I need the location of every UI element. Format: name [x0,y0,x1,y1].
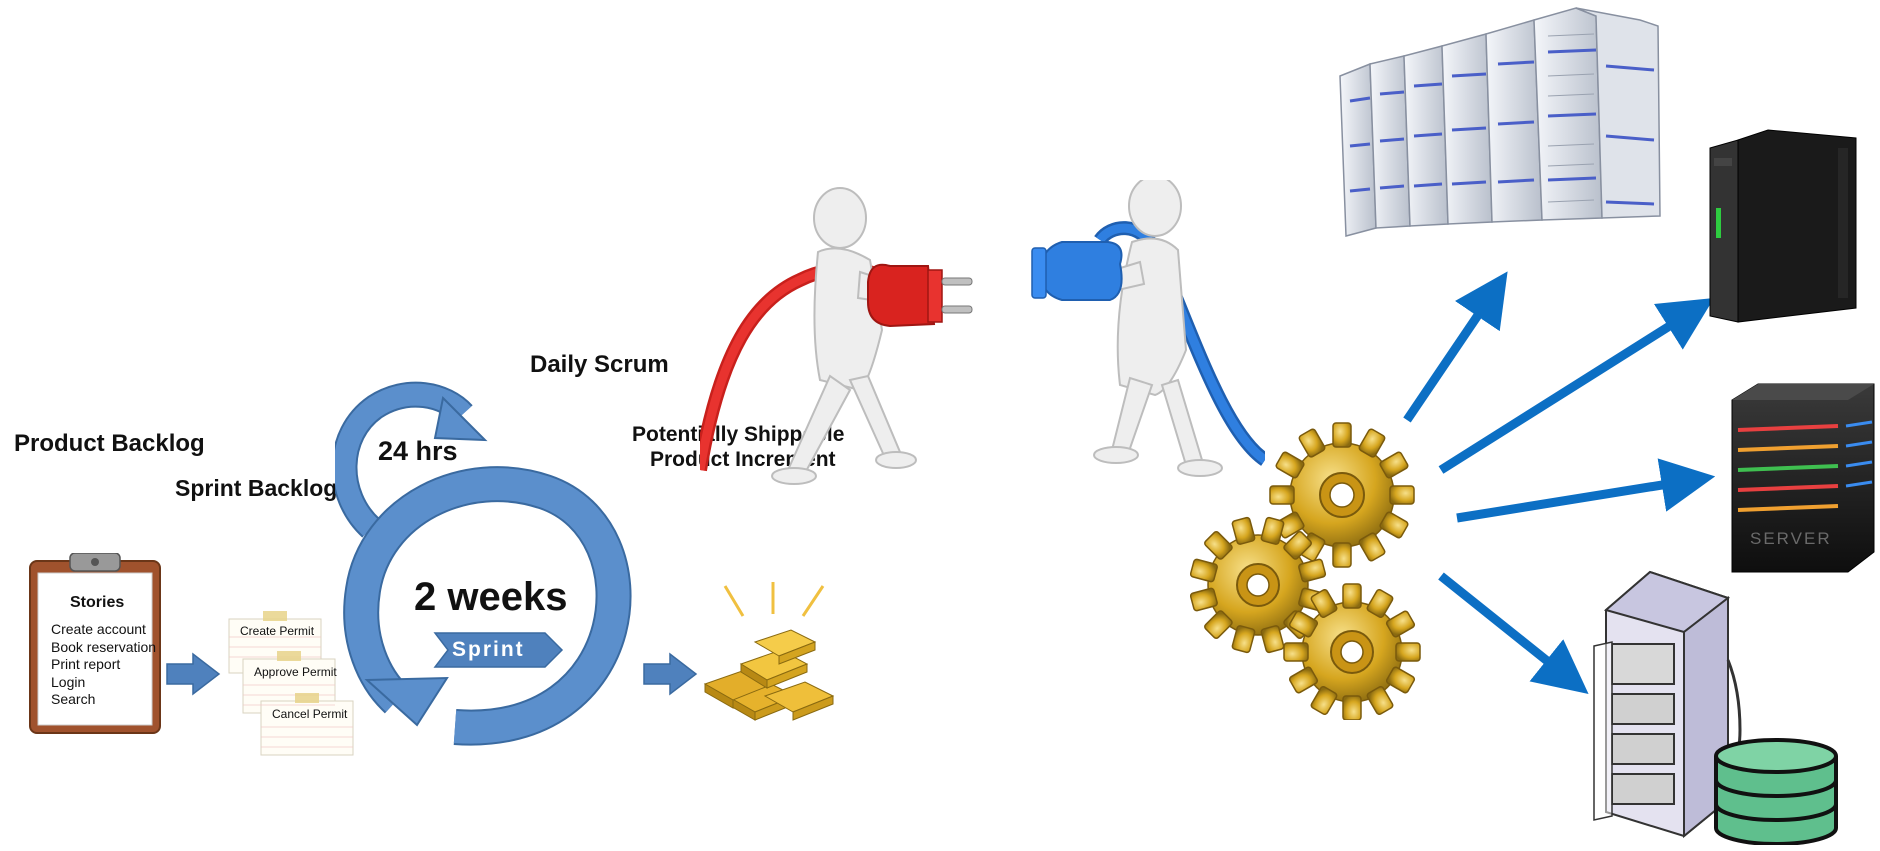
clipboard-item: Print report [51,656,121,672]
card-label: Cancel Permit [272,707,348,721]
clipboard-title: Stories [70,594,125,611]
server-rack-icon [1339,7,1661,237]
card-label: Approve Permit [254,665,337,679]
hours-label: 24 hrs [378,436,458,466]
server-box-icon: SERVER [1731,383,1875,573]
clipboard-item: Book reservation [51,638,157,655]
increment-label-line1: Potentially Shippable [632,423,845,446]
clipboard-item: Search [51,691,96,707]
deployment-arrows [1403,271,1716,695]
clipboard-item: Create account [51,621,146,637]
clipboard-list: Create account Book reservation Print re… [51,621,156,709]
sprint-backlog-label: Sprint Backlog [175,475,338,501]
daily-scrum-label: Daily Scrum [530,351,669,378]
server-text: SERVER [1750,529,1832,548]
product-backlog-label: Product Backlog [14,430,205,457]
tower-server-icon [1709,129,1857,323]
gears-icon [1190,422,1421,720]
clipboard-item: Login [51,673,86,690]
cycle-arrow-icon [335,381,632,746]
note-cards-icon [228,611,354,756]
weeks-label: 2 weeks [414,575,568,619]
flow-arrow-2 [643,652,698,696]
clipboard-icon [29,553,161,734]
flow-arrow-1 [166,652,221,696]
gold-bars-icon [703,582,835,721]
plug-figures-icon [700,180,1265,485]
database-icon [1593,570,1838,845]
sprint-label: Sprint [452,638,525,661]
card-label: Create Permit [240,624,315,638]
